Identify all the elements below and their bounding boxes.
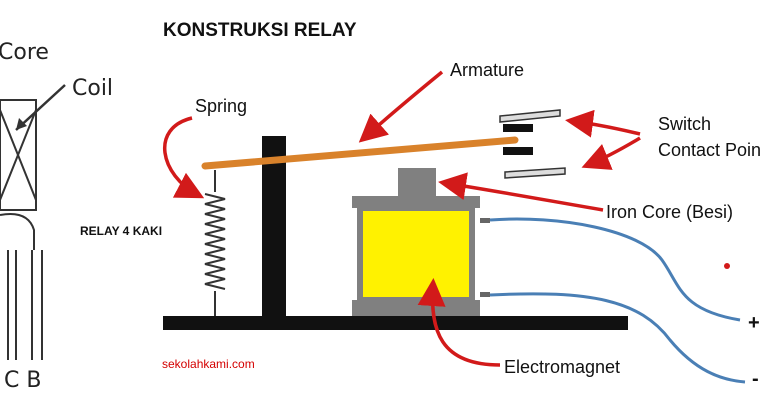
switch-label-line1: Switch <box>658 114 712 134</box>
sketch-coil-body <box>0 99 37 211</box>
plus-terminal-label: + <box>748 312 760 334</box>
sketch-frame <box>0 213 35 250</box>
switch-contacts <box>499 109 566 179</box>
wire-positive <box>489 217 741 322</box>
switch-arrow-lower <box>581 136 641 170</box>
terminal-top <box>480 218 490 223</box>
switch-arrow-upper <box>565 109 641 138</box>
armature-arrow <box>358 70 444 143</box>
iron-core-arrow <box>438 172 604 212</box>
switch-label-line2: Contact Poin <box>658 140 762 160</box>
sketch-coil-cross-b <box>0 109 37 201</box>
electromagnet <box>352 168 490 316</box>
coil-winding <box>357 205 475 303</box>
sketch-coil-pointer <box>15 84 66 131</box>
spring-label: Spring <box>195 96 248 116</box>
left-relay-sketch <box>0 84 66 360</box>
core-bottom-flange <box>352 300 480 316</box>
electromagnet-arrow <box>417 278 501 367</box>
electromagnet-label: Electromagnet <box>504 357 621 377</box>
spring-arrow <box>163 116 205 199</box>
iron-core <box>398 168 436 196</box>
spring <box>204 170 226 316</box>
relay-4-kaki-label: RELAY 4 KAKI <box>80 224 163 238</box>
armature-label: Armature <box>450 60 525 80</box>
coil-label: Coil <box>72 76 114 101</box>
pivot-post <box>262 136 286 316</box>
diagram-title: KONSTRUKSI RELAY <box>163 20 357 41</box>
pin-labels: C B <box>4 368 42 393</box>
minus-terminal-label: - <box>752 368 759 390</box>
sketch-pointer-head <box>16 118 27 130</box>
terminal-bottom <box>480 292 490 297</box>
iron-core-label: Iron Core (Besi) <box>606 202 734 222</box>
red-dot <box>724 263 730 269</box>
watermark: sekolahkami.com <box>162 357 255 371</box>
core-label: Core <box>0 40 49 65</box>
armature <box>201 136 519 170</box>
base-plate <box>163 316 628 330</box>
wire-negative <box>489 292 746 384</box>
